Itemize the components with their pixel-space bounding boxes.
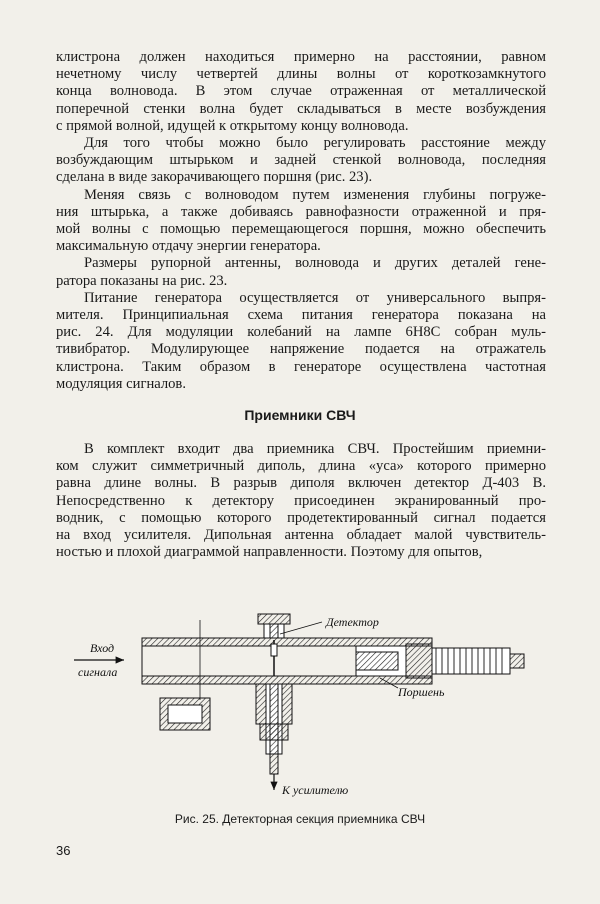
text-line: с прямой волной, идущей к открытому конц… <box>56 117 409 134</box>
text-line: Питание генератора осуществляется от уни… <box>84 289 546 306</box>
label-to-amplifier: К усилителю <box>281 783 349 797</box>
section-heading: Приемники СВЧ <box>244 407 356 423</box>
detector-mount <box>257 613 291 676</box>
text-line: мой волны с помощью перемещающегося порш… <box>56 221 546 238</box>
text-line: возбуждающим штырьком и задней стенкой в… <box>56 152 546 169</box>
text-line: максимальную отдачу энергии генератора. <box>56 238 321 255</box>
text-line: Меняя связь с волноводом путем изменения… <box>84 186 546 203</box>
text-line: Размеры рупорной антенны, волновода и др… <box>84 255 546 272</box>
text-line: нечетному числу четвертей длины волны от… <box>56 66 546 83</box>
label-detector: Детектор <box>325 615 379 629</box>
piston-assembly <box>355 643 525 689</box>
text-line: на вход усилителя. Дипольная антенна обл… <box>56 527 546 544</box>
text-line: ратора показаны на рис. 23. <box>56 272 228 289</box>
paragraph: Для того чтобы можно было регулировать р… <box>56 135 546 187</box>
text-line: мителя. Принципиальная схема питания ген… <box>56 307 546 324</box>
label-piston: Поршень <box>397 685 445 699</box>
page-number: 36 <box>56 843 71 858</box>
paragraph: Меняя связь с волноводом путем изменения… <box>56 187 546 256</box>
text-line: сделана в виде закорачивающего поршня (р… <box>56 169 373 186</box>
detector-section-figure: Вход сигнала Детектор Поршень К усилител… <box>74 613 525 797</box>
text-line: клистрона. Таким образом в генераторе ос… <box>56 358 546 375</box>
coaxial-output <box>255 683 293 790</box>
paragraph: В комплект входит два приемника СВЧ. Про… <box>56 441 546 561</box>
text-line: клистрона должен находиться примерно на … <box>56 49 546 65</box>
text-line: водник, с помощью которого продетектиров… <box>56 509 546 526</box>
label-input-line2: сигнала <box>78 665 117 679</box>
body-text-bottom: В комплект входит два приемника СВЧ. Про… <box>56 441 546 561</box>
paragraph: клистрона должен находиться примерно на … <box>56 49 546 135</box>
text-line: ния штырька, а также добиваясь равнофазн… <box>56 203 546 220</box>
text-line: В комплект входит два приемника СВЧ. Про… <box>84 441 546 457</box>
detector-leader <box>279 621 323 635</box>
paragraph: Питание генератора осуществляется от уни… <box>56 290 546 393</box>
text-line: равна длине волны. В разрыв диполя включ… <box>56 475 546 492</box>
text-line: Непосредственно к детектору присоединен … <box>56 492 546 509</box>
text-line: конца волновода. В этом случае отраженна… <box>56 83 546 100</box>
text-line: тивибратор. Модулирующее напряжение пода… <box>56 341 546 358</box>
text-line: поперечной стенки волна будет складывать… <box>56 100 546 117</box>
text-line: модуляция сигналов. <box>56 375 186 392</box>
waveguide-cross-section <box>159 697 211 731</box>
text-line: рис. 24. Для модуляции колебаний на ламп… <box>56 324 546 341</box>
figure-caption: Рис. 25. Детекторная секция приемника СВ… <box>174 812 426 826</box>
text-line: ком служит симметричный диполь, длина «у… <box>56 458 546 475</box>
text-line: ностью и плохой диаграммой направленност… <box>56 544 483 561</box>
text-line: Для того чтобы можно было регулировать р… <box>84 135 546 152</box>
label-input-line1: Вход <box>90 641 114 655</box>
body-text-top: клистрона должен находиться примерно на … <box>56 49 546 393</box>
paragraph: Размеры рупорной антенны, волновода и др… <box>56 255 546 289</box>
